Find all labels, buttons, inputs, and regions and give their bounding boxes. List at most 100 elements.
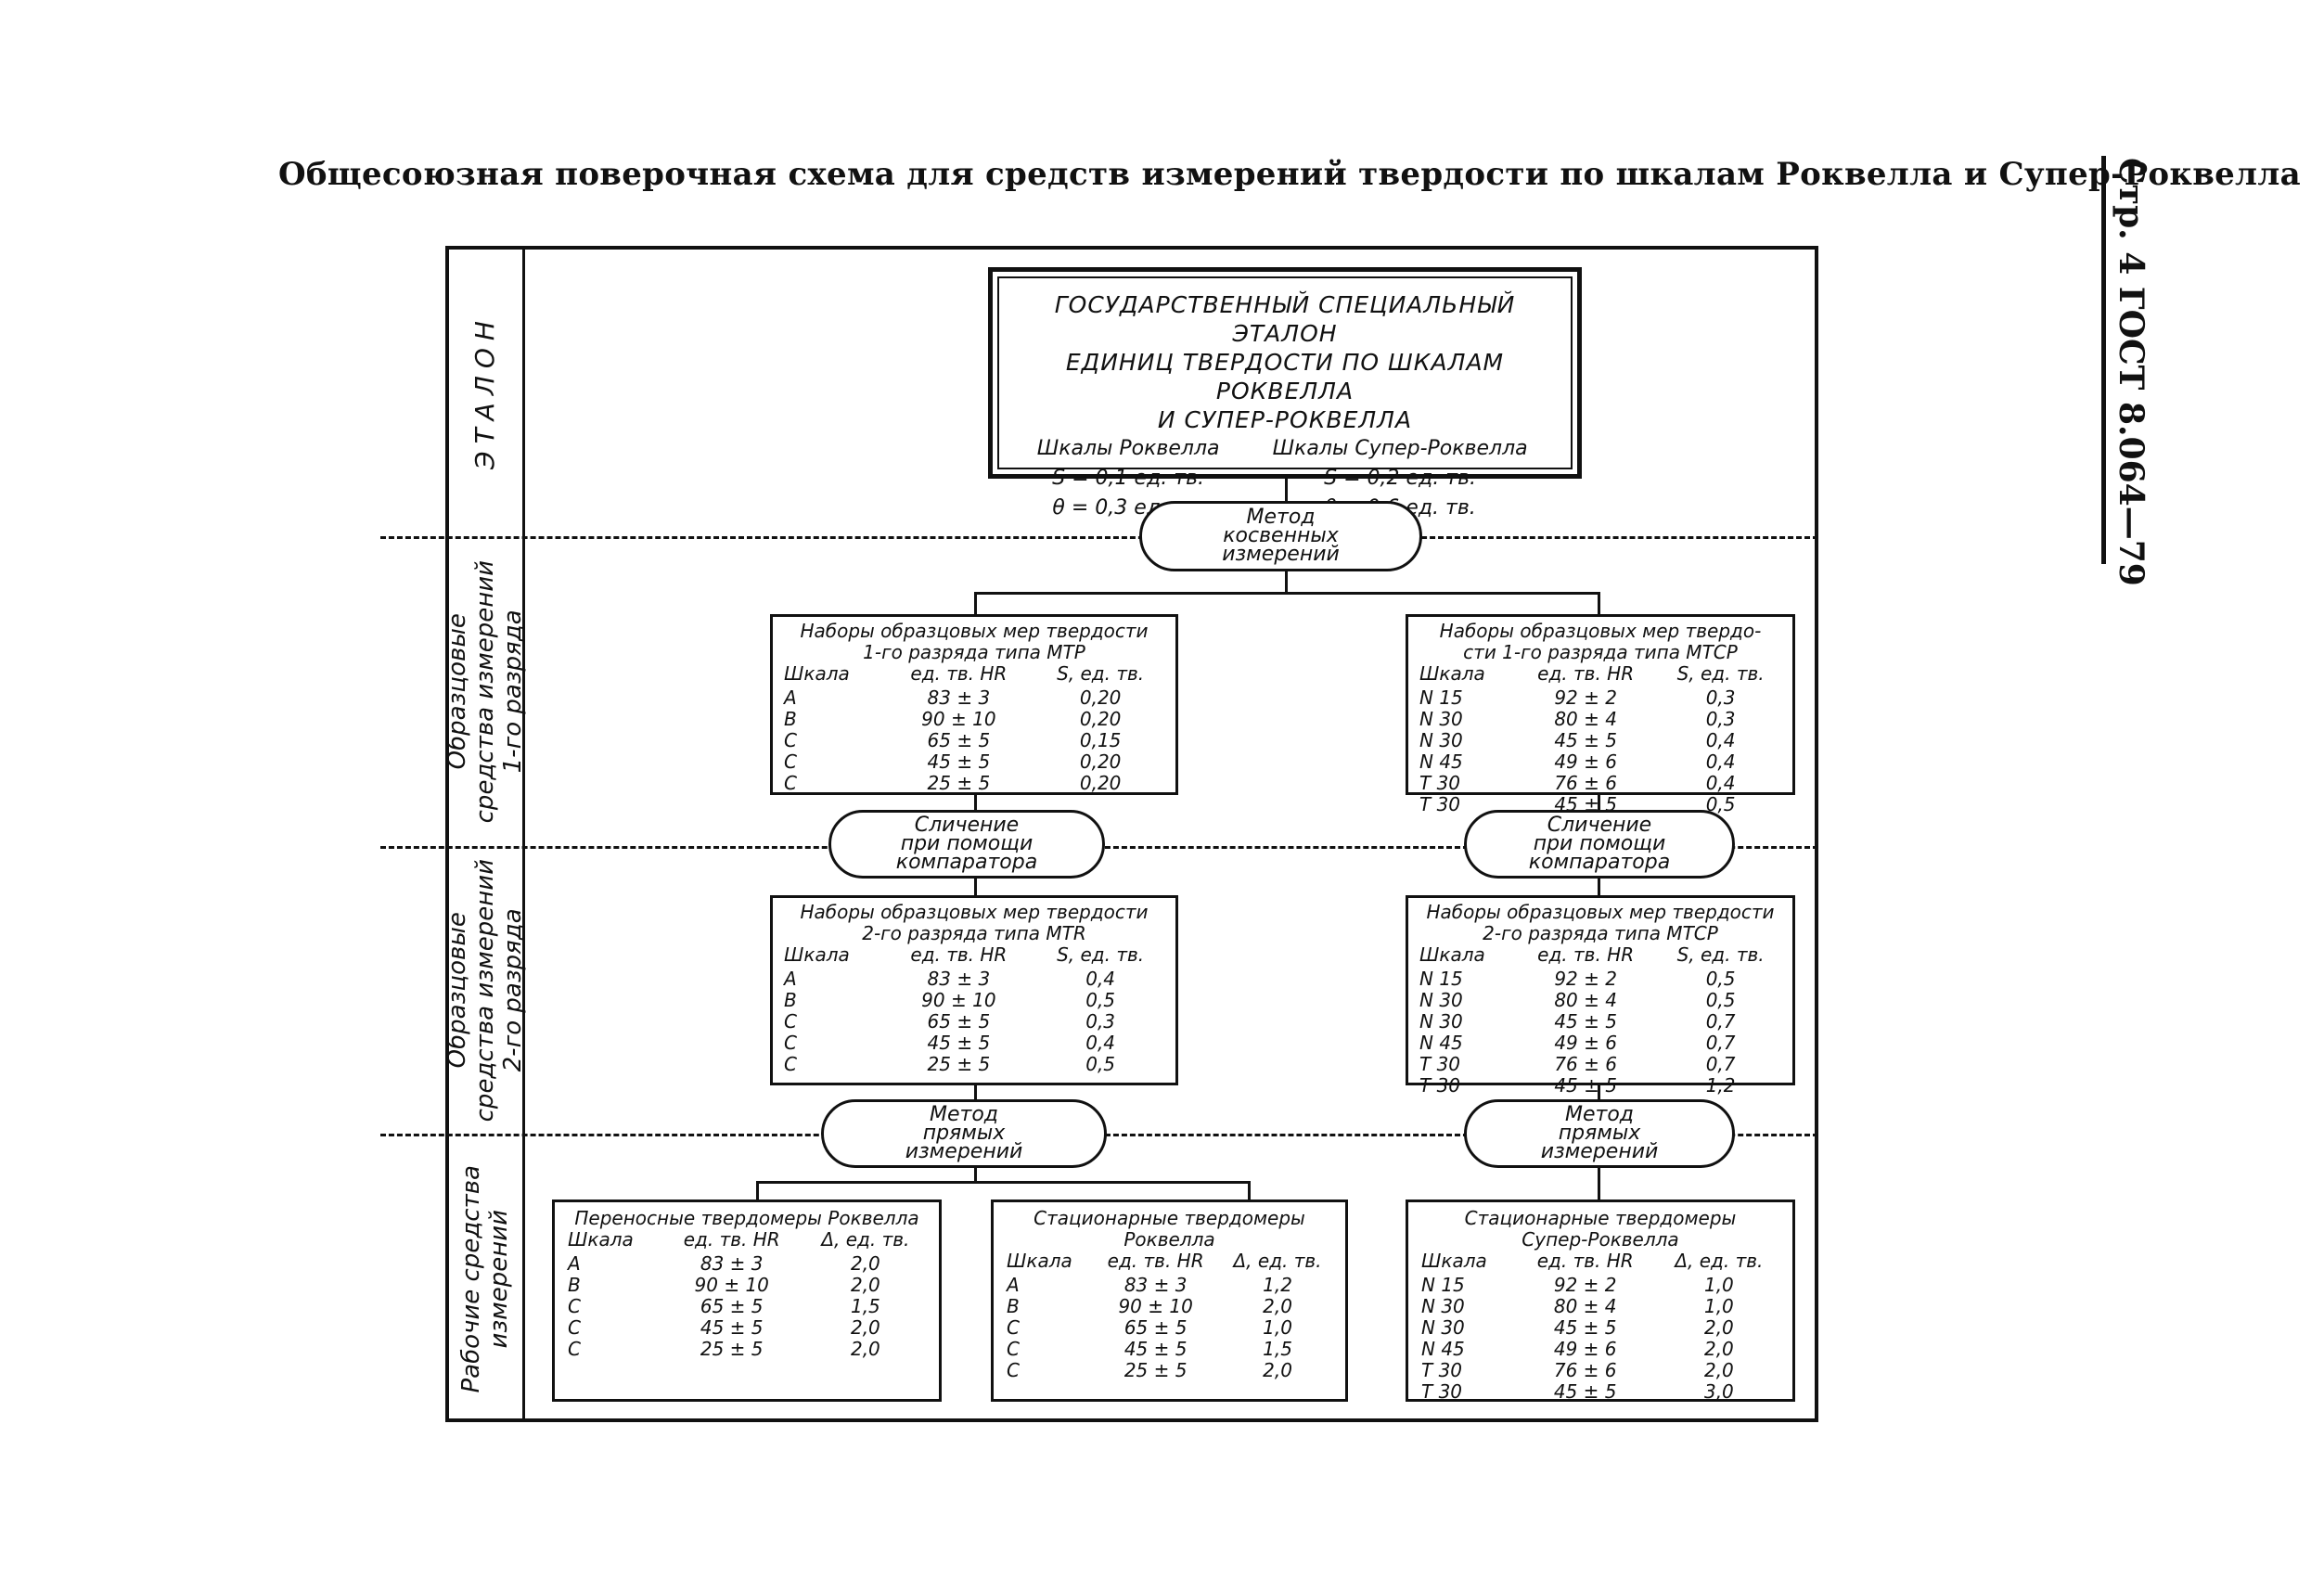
table-cell: 0,15	[1079, 729, 1122, 751]
table-cell: C	[784, 772, 797, 794]
table-cell: C	[1007, 1359, 1020, 1381]
table-cell: C	[1007, 1338, 1020, 1360]
table-cell: 80 ± 4	[1554, 708, 1617, 730]
table-cell: 45 ± 5	[700, 1316, 764, 1339]
table-cell: 76 ± 6	[1554, 1053, 1617, 1075]
row-divider-1	[380, 536, 1818, 539]
column-header: Δ, ед. тв.	[1675, 1250, 1764, 1272]
table-cell: N 45	[1419, 751, 1463, 773]
table-cell: N 15	[1419, 686, 1463, 709]
table-cell: 90 ± 10	[694, 1274, 769, 1296]
table-cell: N 30	[1419, 989, 1463, 1011]
table-row: N 30 45 ± 5 2,0	[1418, 1317, 1783, 1339]
table-cell: 92 ± 2	[1553, 1274, 1617, 1296]
table-cell: 83 ± 3	[1123, 1274, 1188, 1296]
table-cell: 65 ± 5	[927, 729, 991, 751]
table-cell: N 15	[1421, 1274, 1465, 1296]
direct-right-pill: Метод прямых измерений	[1464, 1099, 1735, 1168]
column-header: Шкала	[1419, 662, 1485, 685]
table-cell: N 30	[1419, 708, 1463, 730]
table-cell: B	[784, 989, 797, 1011]
table-cell: 0,3	[1085, 1010, 1116, 1033]
table-cell: 83 ± 3	[927, 686, 991, 709]
table-cell: T 30	[1419, 1053, 1461, 1075]
table-cell: 2,0	[1703, 1359, 1734, 1381]
table-cell: 0,3	[1705, 686, 1736, 709]
column-header: Шкала	[784, 943, 850, 966]
connector-direct-right-down	[1598, 1166, 1600, 1200]
table-cell: 0,5	[1085, 989, 1116, 1011]
table-cell: 0,20	[1079, 751, 1122, 773]
table-cell: C	[568, 1295, 581, 1317]
connector-direct-left-down	[974, 1166, 977, 1183]
s-rockwell: S = 0,1 ед. тв.	[1052, 467, 1205, 490]
column-header: ед. тв. HR	[1536, 1250, 1634, 1272]
table-cell: 45 ± 5	[1553, 1316, 1617, 1339]
table-cell: 1,0	[1703, 1274, 1734, 1296]
table-cell: 45 ± 5	[1554, 1010, 1617, 1033]
table-cell: 0,20	[1079, 686, 1122, 709]
table-cell: 65 ± 5	[927, 1010, 991, 1033]
page-title: Общесоюзная поверочная схема для средств…	[278, 156, 2301, 193]
table-cell: 76 ± 6	[1553, 1359, 1617, 1381]
rank2-mtr-box: Наборы образцовых мер твердости 2-го раз…	[770, 895, 1178, 1085]
table-cell: 83 ± 3	[927, 968, 991, 990]
table-cell: 90 ± 10	[1118, 1295, 1193, 1317]
table-cell: 0,7	[1705, 1053, 1736, 1075]
table-cell: T 30	[1419, 772, 1461, 794]
direct-left-pill: Метод прямых измерений	[821, 1099, 1107, 1168]
table-cell: 80 ± 4	[1553, 1295, 1617, 1317]
table-cell: N 30	[1421, 1295, 1465, 1317]
column-header: Шкала	[1007, 1250, 1072, 1272]
table-cell: N 30	[1419, 1010, 1463, 1033]
connector-branch-left	[974, 592, 977, 616]
table-cell: N 30	[1421, 1316, 1465, 1339]
column-header: ед. тв. HR	[1107, 1250, 1204, 1272]
table-title: Наборы образцовых мер твердости 2-го раз…	[1426, 901, 1775, 944]
table-cell: 65 ± 5	[700, 1295, 764, 1317]
table-cell: 0,7	[1705, 1032, 1736, 1054]
table-cell: N 45	[1419, 1032, 1463, 1054]
column-header: S, ед. тв.	[1676, 662, 1765, 685]
connector-comp-left-down	[974, 877, 977, 895]
scheme-frame	[445, 246, 1818, 1422]
table-cell: 0,20	[1079, 772, 1122, 794]
connector-rank2-right-down	[1598, 1084, 1600, 1099]
table-cell: T 30	[1419, 793, 1461, 815]
comparator-left-pill: Сличение при помощи компаратора	[828, 810, 1105, 879]
table-title: Переносные твердомеры Роквелла	[574, 1207, 919, 1229]
table-cell: 80 ± 4	[1554, 989, 1617, 1011]
table-cell: 2,0	[1703, 1338, 1734, 1360]
column-header: Шкала	[1421, 1250, 1487, 1272]
connector-etalon-down	[1285, 478, 1288, 501]
table-cell: 65 ± 5	[1123, 1316, 1188, 1339]
table-cell: 45 ± 5	[1553, 1380, 1617, 1403]
table-cell: 45 ± 5	[927, 1032, 991, 1054]
connector-indirect-branch	[974, 592, 1600, 595]
state-standard-box: ГОСУДАРСТВЕННЫЙ СПЕЦИАЛЬНЫЙ ЭТАЛОН ЕДИНИ…	[988, 267, 1582, 520]
row-label-working: Рабочие средства измерений	[457, 1164, 513, 1393]
table-cell: 92 ± 2	[1554, 686, 1617, 709]
table-cell: 45 ± 5	[1554, 729, 1617, 751]
table-cell: 2,0	[1703, 1316, 1734, 1339]
side-header: Стр. 4 ГОСТ 8.064—79	[2112, 158, 2151, 586]
